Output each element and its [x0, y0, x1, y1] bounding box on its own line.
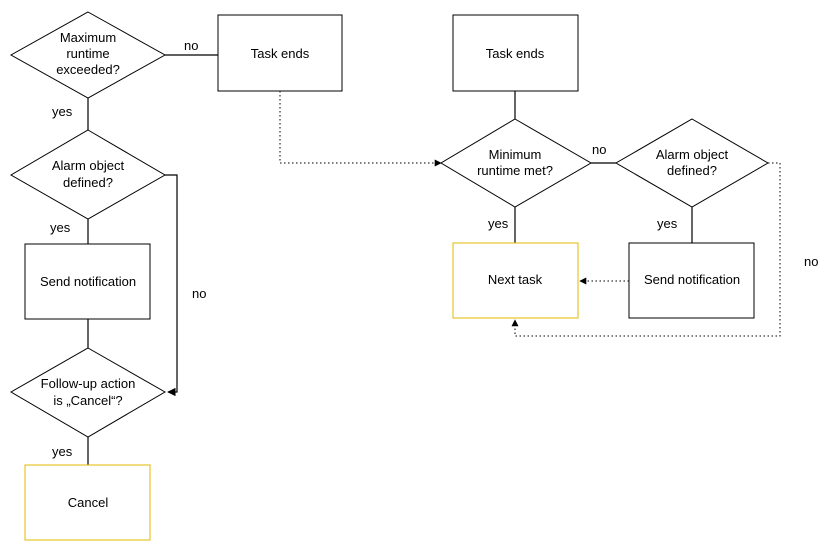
cancel-label: Cancel	[68, 495, 109, 510]
label-yes-left: yes	[488, 216, 509, 231]
decision-alarm-left-line2: defined?	[63, 175, 113, 190]
decision-min-runtime-line2: runtime met?	[477, 163, 553, 178]
next-task-label: Next task	[488, 272, 543, 287]
decision-followup-line2: is „Cancel“?	[53, 393, 122, 408]
send-notification-left-label: Send notification	[40, 274, 136, 289]
decision-max-runtime-line2: runtime	[66, 46, 109, 61]
decision-max-runtime-line1: Maximum	[60, 30, 116, 45]
send-notification-right-box	[628, 242, 755, 319]
send-notification-left-box	[24, 243, 151, 320]
decision-alarm-left-line1: Alarm object	[52, 158, 125, 173]
label-no-mid: no	[592, 142, 606, 157]
label-yes-1: yes	[52, 104, 73, 119]
decision-followup-line1: Follow-up action	[41, 376, 136, 391]
task-ends-left-label: Task ends	[251, 46, 310, 61]
task-ends-right-label: Task ends	[486, 46, 545, 61]
decision-min-runtime-line1: Minimum	[489, 147, 542, 162]
dotted-alarm-no-to-nexttask	[511, 162, 781, 337]
task-ends-left-box	[217, 14, 343, 92]
send-notification-right-label: Send notification	[644, 272, 740, 287]
label-yes-2: yes	[50, 220, 71, 235]
label-yes-right: yes	[657, 216, 678, 231]
decision-alarm-right-line2: defined?	[667, 163, 717, 178]
label-no-side: no	[192, 286, 206, 301]
label-no-top: no	[184, 38, 198, 53]
dotted-taskends-to-minruntime	[279, 91, 442, 167]
decision-alarm-right-line1: Alarm object	[656, 147, 729, 162]
next-task-box	[452, 242, 579, 319]
decision-max-runtime-line3: exceeded?	[56, 62, 120, 77]
label-no-far: no	[804, 254, 818, 269]
connector-alarm-no-side	[165, 174, 178, 397]
label-yes-3: yes	[52, 444, 73, 459]
cancel-box	[24, 464, 151, 541]
